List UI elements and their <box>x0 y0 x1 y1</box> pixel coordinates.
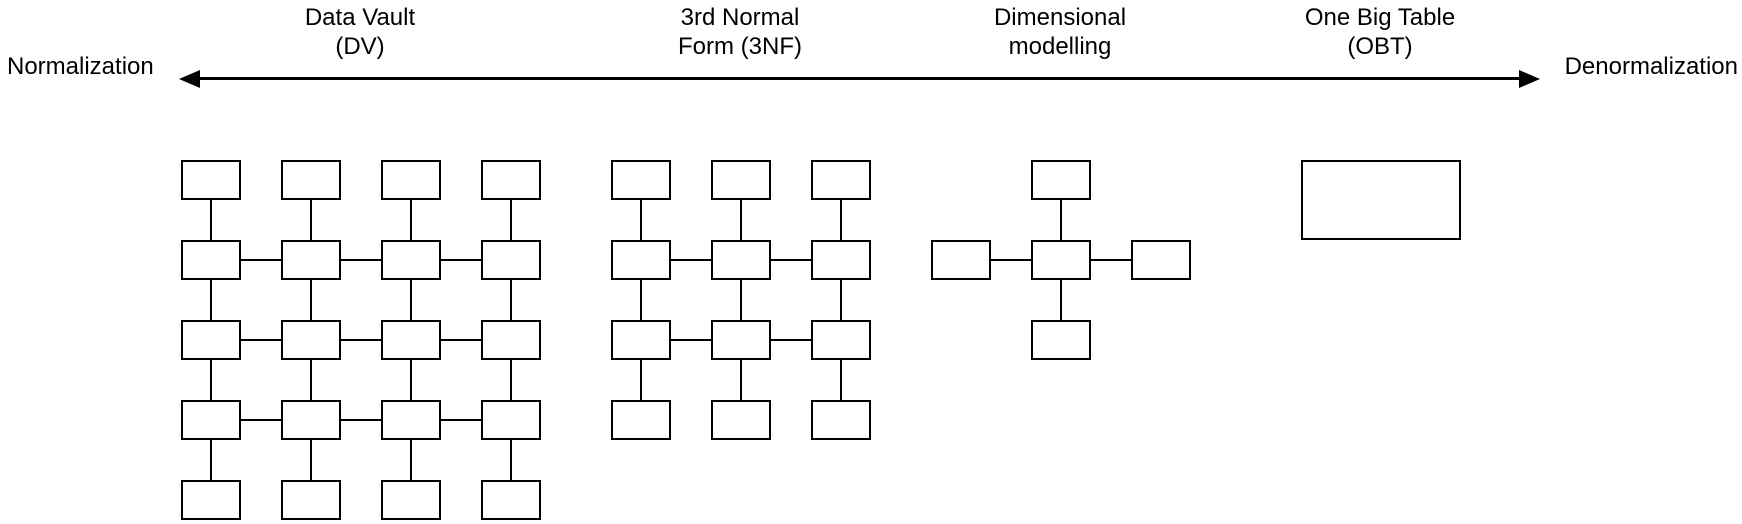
3nf-schema-table <box>711 240 771 280</box>
3nf-schema-link <box>671 258 711 262</box>
data-vault-schema-link <box>509 360 513 400</box>
3nf-schema-table <box>811 240 871 280</box>
arrow-left-head-icon <box>179 69 200 88</box>
arrow-right-head-icon <box>1519 69 1540 88</box>
dimensional-schema-dim-table <box>1031 160 1091 200</box>
data-vault-schema-link <box>341 258 381 262</box>
axis-label-denormalization: Denormalization <box>1564 53 1738 80</box>
3nf-schema-link <box>739 280 743 320</box>
approach-label-line1: One Big Table <box>1304 4 1456 31</box>
dimensional-schema-link <box>1059 200 1063 240</box>
approach-label-line1: Dimensional <box>993 4 1127 31</box>
3nf-schema-link <box>739 200 743 240</box>
data-vault-schema-link <box>309 440 313 480</box>
3nf-schema-link <box>639 360 643 400</box>
data-vault-schema-table <box>481 480 541 520</box>
data-vault-schema-table <box>181 160 241 200</box>
3nf-schema-link <box>771 258 811 262</box>
data-vault-schema-link <box>509 440 513 480</box>
data-vault-schema-table <box>281 240 341 280</box>
data-vault-schema-table <box>181 240 241 280</box>
dimensional-schema-link <box>1059 280 1063 320</box>
data-vault-schema-table <box>181 400 241 440</box>
data-vault-schema-link <box>509 200 513 240</box>
dimensional-schema-link <box>1091 258 1131 262</box>
data-vault-schema-table <box>481 400 541 440</box>
3nf-schema-link <box>639 200 643 240</box>
data-vault-schema-link <box>241 418 281 422</box>
approach-label-data-vault: Data Vault(DV) <box>305 3 415 61</box>
3nf-schema-table <box>611 320 671 360</box>
data-vault-schema-table <box>281 400 341 440</box>
data-vault-schema-link <box>341 418 381 422</box>
3nf-schema-table <box>611 240 671 280</box>
approach-label-line1: Data Vault <box>304 4 416 31</box>
data-vault-schema-link <box>209 280 213 320</box>
dimensional-schema-fact-table <box>1031 240 1091 280</box>
data-vault-schema-link <box>441 258 481 262</box>
3nf-schema-link <box>639 280 643 320</box>
3nf-schema-table <box>811 160 871 200</box>
approach-label-line2: Form (3NF) <box>678 33 802 60</box>
data-vault-schema-link <box>309 280 313 320</box>
data-vault-schema-link <box>441 418 481 422</box>
3nf-schema-table <box>611 400 671 440</box>
data-vault-schema-table <box>381 160 441 200</box>
3nf-schema-link <box>839 200 843 240</box>
data-vault-schema-table <box>181 320 241 360</box>
data-vault-schema-table <box>481 320 541 360</box>
approach-label-line1: 3rd Normal <box>680 4 800 31</box>
3nf-schema-link <box>839 280 843 320</box>
approach-label-obt: One Big Table(OBT) <box>1305 3 1455 61</box>
data-vault-schema-table <box>481 160 541 200</box>
3nf-schema-link <box>739 360 743 400</box>
data-vault-schema-table <box>181 480 241 520</box>
data-vault-schema-link <box>409 280 413 320</box>
data-vault-schema-table <box>281 160 341 200</box>
data-vault-schema-table <box>381 240 441 280</box>
data-vault-schema-table <box>381 320 441 360</box>
3nf-schema-table <box>811 400 871 440</box>
axis-label-normalization: Normalization <box>7 53 154 80</box>
dimensional-schema-dim-table <box>1031 320 1091 360</box>
data-vault-schema-link <box>509 280 513 320</box>
dimensional-schema-link <box>991 258 1031 262</box>
data-vault-schema-link <box>409 200 413 240</box>
data-vault-schema-table <box>381 480 441 520</box>
obt-schema-table <box>1301 160 1461 240</box>
3nf-schema-table <box>811 320 871 360</box>
data-vault-schema-table <box>281 320 341 360</box>
approach-label-line2: (OBT) <box>1347 33 1413 60</box>
dimensional-schema-dim-table <box>931 240 991 280</box>
approach-label-line2: modelling <box>1008 33 1112 60</box>
data-vault-schema-link <box>241 338 281 342</box>
3nf-schema-table <box>611 160 671 200</box>
3nf-schema-table <box>711 400 771 440</box>
data-vault-schema-link <box>209 440 213 480</box>
dimensional-schema-dim-table <box>1131 240 1191 280</box>
data-vault-schema-table <box>381 400 441 440</box>
3nf-schema-table <box>711 160 771 200</box>
data-vault-schema-link <box>409 360 413 400</box>
data-vault-schema-link <box>441 338 481 342</box>
data-vault-schema-link <box>241 258 281 262</box>
spectrum-axis-line <box>195 77 1525 80</box>
3nf-schema-link <box>771 338 811 342</box>
3nf-schema-link <box>671 338 711 342</box>
data-vault-schema-link <box>409 440 413 480</box>
data-vault-schema-link <box>209 360 213 400</box>
data-vault-schema-table <box>481 240 541 280</box>
3nf-schema-link <box>839 360 843 400</box>
data-vault-schema-link <box>209 200 213 240</box>
data-vault-schema-link <box>309 360 313 400</box>
data-vault-schema-table <box>281 480 341 520</box>
approach-label-line2: (DV) <box>335 33 385 60</box>
data-vault-schema-link <box>309 200 313 240</box>
3nf-schema-table <box>711 320 771 360</box>
data-vault-schema-link <box>341 338 381 342</box>
